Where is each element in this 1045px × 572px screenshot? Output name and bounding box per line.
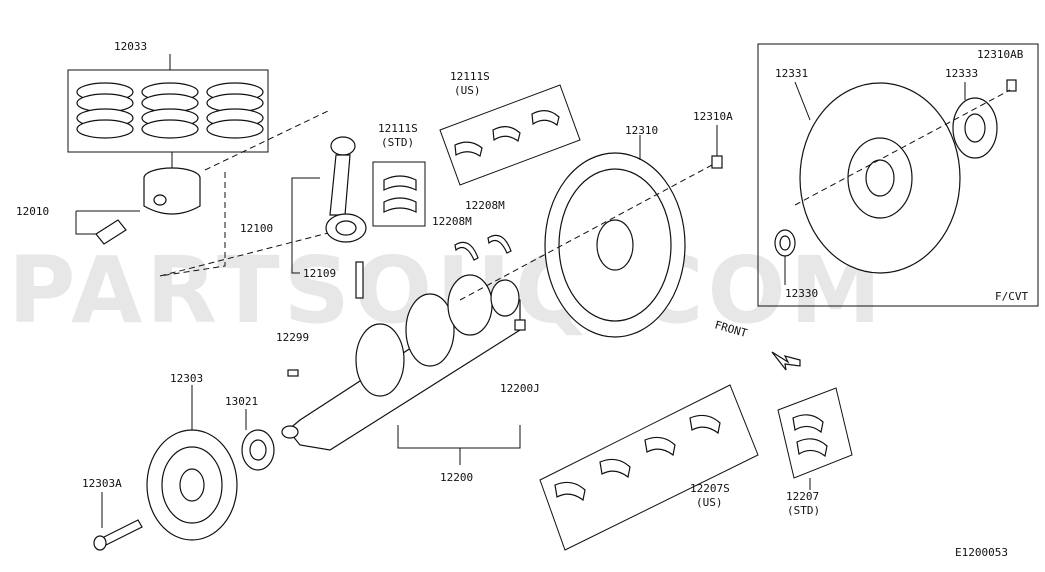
crank-pulley-12303[interactable] [146,429,238,541]
front-arrow [771,351,801,371]
label-12033: 12033 [114,40,147,53]
label-12208M-a: 12208M [465,199,505,212]
con-rod-bolt-12109[interactable] [355,261,364,299]
label-13021: 13021 [225,395,258,408]
drive-plate-bolt-12310AB[interactable] [1006,79,1017,92]
crank-key-12299[interactable] [287,369,299,377]
main-bearing-12207S-us[interactable] [539,384,759,551]
flywheel-12310[interactable] [544,152,686,338]
label-12109: 12109 [303,267,336,280]
connecting-rod-12100[interactable] [325,136,367,243]
label-12111S-us-note: (US) [454,84,481,97]
label-12111S-std-note: (STD) [381,136,414,149]
reinforcement-plate-12333[interactable] [952,97,998,159]
crank-sprocket-13021[interactable] [241,429,275,471]
crank-pin-12200J[interactable] [514,319,526,331]
con-rod-bearing-12111S-us[interactable] [439,84,581,186]
label-12100: 12100 [240,222,273,235]
pilot-bushing-12330[interactable] [774,229,796,257]
piston-12010[interactable] [95,167,201,245]
label-12310AB: 12310AB [977,48,1024,61]
label-12299: 12299 [276,331,309,344]
label-12303: 12303 [170,372,203,385]
label-12010: 12010 [16,205,49,218]
label-12310: 12310 [625,124,658,137]
label-12303A: 12303A [82,477,122,490]
label-12111S-std: 12111S [378,122,418,135]
thrust-washers-12208M[interactable] [454,234,512,261]
main-bearing-12207-std[interactable] [777,387,853,479]
label-12310A: 12310A [693,110,733,123]
diagram-code: E1200053 [955,546,1008,559]
label-12200: 12200 [440,471,473,484]
label-12200J: 12200J [500,382,540,395]
inset-cvt-box [757,43,1039,307]
label-12207-note: (STD) [787,504,820,517]
label-12111S-us: 12111S [450,70,490,83]
pulley-bolt-12303A[interactable] [93,519,143,551]
label-12207: 12207 [786,490,819,503]
label-12207S: 12207S [690,482,730,495]
piston-rings-12033[interactable] [67,69,269,153]
con-rod-bearing-12111S-std[interactable] [372,161,426,227]
label-12208M-b: 12208M [432,215,472,228]
drive-plate-12331[interactable] [799,82,961,274]
label-12207S-note: (US) [696,496,723,509]
label-12333: 12333 [945,67,978,80]
label-12330: 12330 [785,287,818,300]
crankshaft-12200[interactable] [281,274,521,451]
label-inset-fcvt: F/CVT [995,290,1028,303]
flywheel-bolt-12310A[interactable] [711,155,723,169]
label-12331: 12331 [775,67,808,80]
